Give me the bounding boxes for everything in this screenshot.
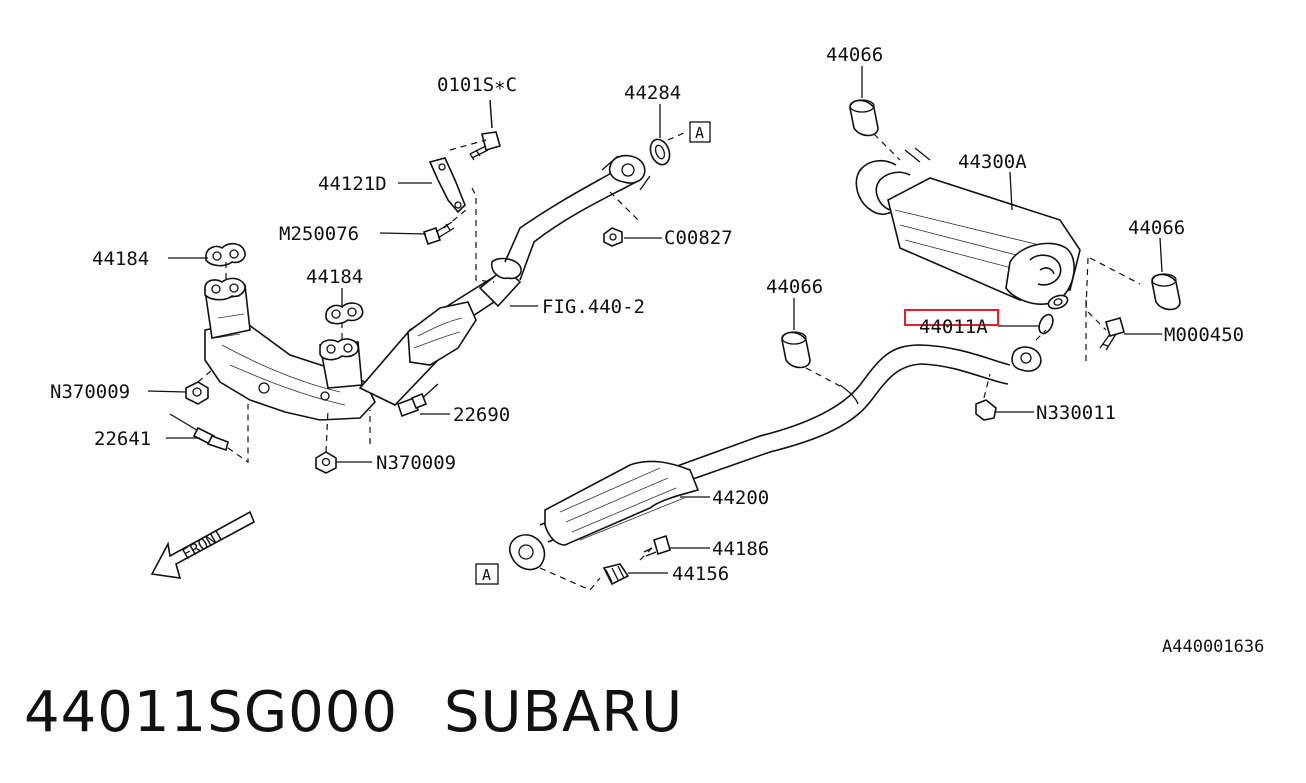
insulator-44066-left	[781, 331, 811, 369]
bolt-m250076	[422, 221, 455, 246]
callout-44300a[interactable]: 44300A	[958, 151, 1027, 173]
callout-fig-440-2[interactable]: FIG.440-2	[542, 296, 645, 318]
callout-c00827[interactable]: C00827	[664, 227, 733, 249]
nut-c00827	[603, 227, 623, 247]
part-footer: 44011SG000 SUBARU	[24, 680, 683, 745]
callout-0101s-c[interactable]: 0101S∗C	[437, 74, 517, 96]
callout-labels: 0101S∗C 44284 44066 44121D 44300A M25007…	[50, 44, 1244, 585]
gasket-44184-right	[325, 302, 364, 325]
callout-44184-left[interactable]: 44184	[92, 248, 149, 270]
exhaust-manifold	[204, 277, 376, 421]
o2-sensor-22690	[396, 383, 439, 418]
callout-44186[interactable]: 44186	[712, 538, 769, 560]
callout-44066-top[interactable]: 44066	[826, 44, 883, 66]
insulator-44066-top	[849, 99, 879, 137]
callout-n370009-bottom[interactable]: N370009	[376, 452, 456, 474]
muffler-44300a	[855, 147, 1081, 310]
callout-44066-left[interactable]: 44066	[766, 276, 823, 298]
callout-44121d[interactable]: 44121D	[318, 173, 387, 195]
part-number: 44011SG000	[24, 680, 398, 745]
svg-text:A: A	[695, 124, 704, 142]
drawing-id: A440001636	[1162, 637, 1264, 657]
highlighted-part-box	[904, 309, 999, 326]
callout-44284[interactable]: 44284	[624, 82, 681, 104]
front-catalytic-pipe	[358, 154, 651, 406]
bolt-m000450	[1099, 317, 1125, 351]
callout-22641[interactable]: 22641	[94, 428, 151, 450]
insulator-44066-right	[1151, 273, 1181, 311]
bolt-0101s-c	[469, 99, 501, 161]
gasket-44011a	[1038, 313, 1054, 335]
front-arrow-label: FRONT	[179, 525, 227, 563]
bracket-44121d	[428, 157, 466, 214]
callout-n330011[interactable]: N330011	[1036, 402, 1116, 424]
gasket-44184-left	[205, 242, 246, 267]
o2-sensor-22641	[169, 413, 229, 452]
nut-n370009-left	[185, 381, 209, 405]
callout-m000450[interactable]: M000450	[1164, 324, 1244, 346]
assembly-lines	[197, 131, 1141, 591]
callout-44184-right[interactable]: 44184	[306, 266, 363, 288]
callout-44156[interactable]: 44156	[672, 563, 729, 585]
callout-n370009-left[interactable]: N370009	[50, 381, 130, 403]
callout-44011a[interactable]: 44011A	[919, 316, 988, 338]
bolt-44186	[643, 534, 671, 557]
leader-lines	[147, 66, 1163, 574]
callout-m250076[interactable]: M250076	[279, 223, 359, 245]
reference-box-a-bottom: A	[475, 563, 499, 585]
center-exhaust-pipe	[509, 344, 1042, 571]
nut-n330011	[975, 399, 997, 421]
callout-44200[interactable]: 44200	[712, 487, 769, 509]
svg-text:A: A	[482, 566, 491, 584]
front-direction-arrow: FRONT	[150, 510, 256, 579]
gasket-44284	[649, 138, 671, 166]
stud-44156	[602, 563, 630, 586]
reference-box-a-top: A	[689, 121, 711, 143]
callout-44066-right[interactable]: 44066	[1128, 217, 1185, 239]
callout-22690[interactable]: 22690	[453, 404, 510, 426]
brand-name: SUBARU	[443, 680, 684, 745]
nut-n370009-bottom	[315, 451, 337, 474]
